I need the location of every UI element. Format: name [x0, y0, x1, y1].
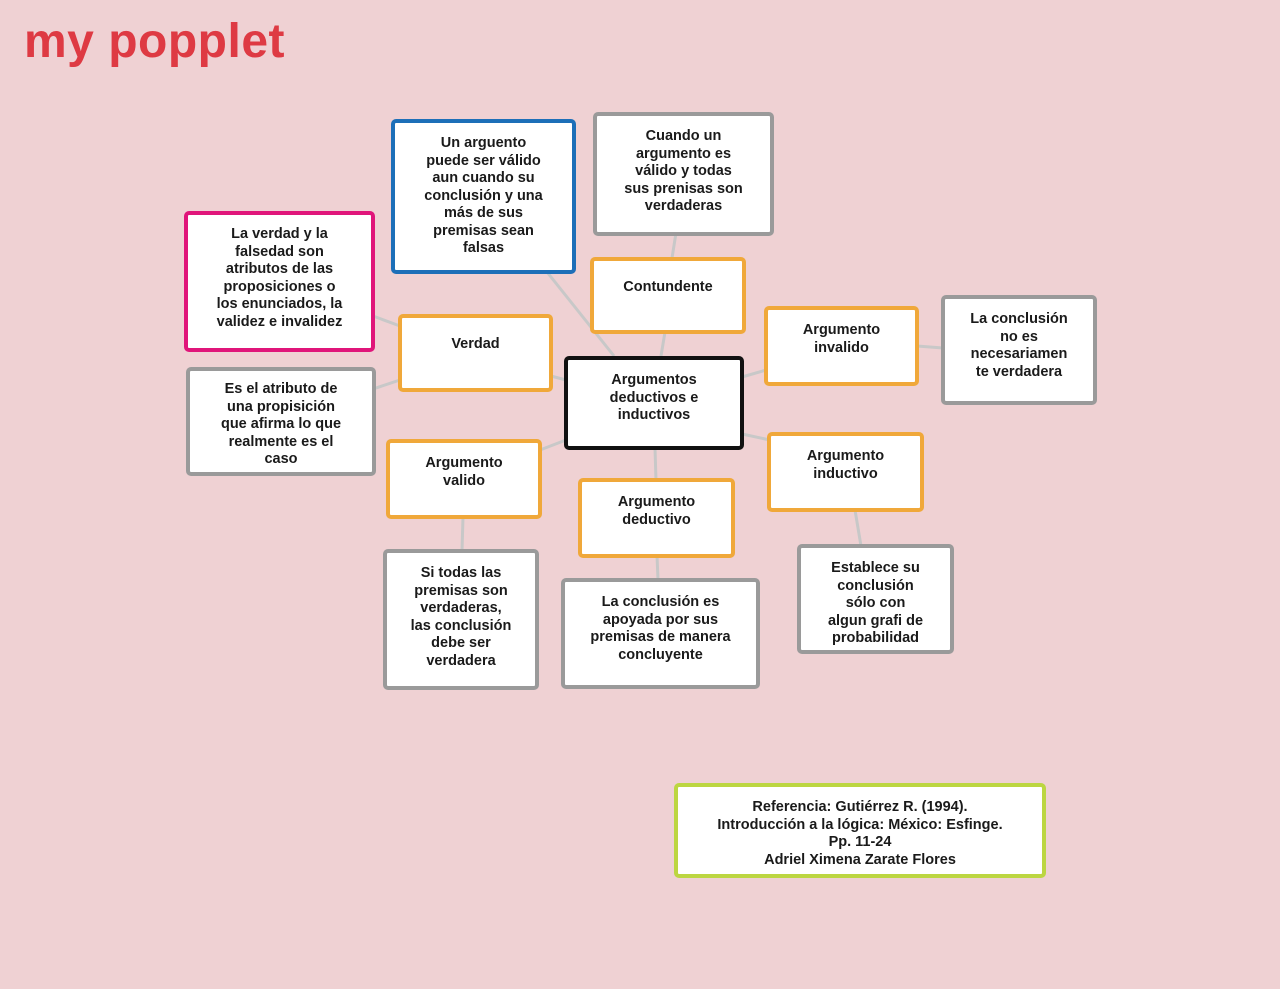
connector-invalido-def — [916, 344, 944, 350]
popple-central-topic[interactable]: Argumentos deductivos e inductivos — [564, 356, 744, 450]
popple-contundente-definition[interactable]: Cuando un argumento es válido y todas su… — [593, 112, 774, 236]
popple-argumento-deductivo[interactable]: Argumento deductivo — [578, 478, 735, 558]
connector-center-contundente — [659, 331, 667, 357]
popple-verdad[interactable]: Verdad — [398, 314, 553, 392]
connector-contundente-def — [670, 232, 678, 259]
popple-contundente[interactable]: Contundente — [590, 257, 746, 334]
popple-valido-definition[interactable]: Si todas las premisas son verdaderas, la… — [383, 549, 539, 690]
connector-center-invalido — [741, 368, 767, 379]
connector-inductivo-def — [853, 509, 863, 547]
connector-verdad-attr — [372, 314, 401, 328]
popple-verdad-definition[interactable]: Es el atributo de una propisición que af… — [186, 367, 376, 476]
connector-center-inductivo — [741, 432, 771, 442]
popple-argumento-valido[interactable]: Argumento valido — [386, 439, 542, 519]
app-title: my popplet — [24, 15, 286, 68]
connector-verdad-def — [372, 378, 401, 391]
connector-center-deductivo — [653, 447, 658, 482]
popple-inductivo-definition[interactable]: Establece su conclusión sólo con algun g… — [797, 544, 954, 654]
popple-argumento-inductivo[interactable]: Argumento inductivo — [767, 432, 924, 512]
connector-valido-def — [460, 516, 465, 552]
popple-deductivo-definition[interactable]: La conclusión es apoyada por sus premisa… — [561, 578, 760, 689]
popple-verdad-attributes[interactable]: La verdad y la falsedad son atributos de… — [184, 211, 375, 352]
popple-argumento-invalido[interactable]: Argumento invalido — [764, 306, 919, 386]
popple-invalido-definition[interactable]: La conclusión no es necesariamen te verd… — [941, 295, 1097, 405]
popple-referencia[interactable]: Referencia: Gutiérrez R. (1994). Introdu… — [674, 783, 1046, 878]
connector-deductivo-def — [655, 554, 660, 581]
connector-center-valido — [539, 438, 567, 452]
popple-validity-note[interactable]: Un arguento puede ser válido aun cuando … — [391, 119, 576, 274]
